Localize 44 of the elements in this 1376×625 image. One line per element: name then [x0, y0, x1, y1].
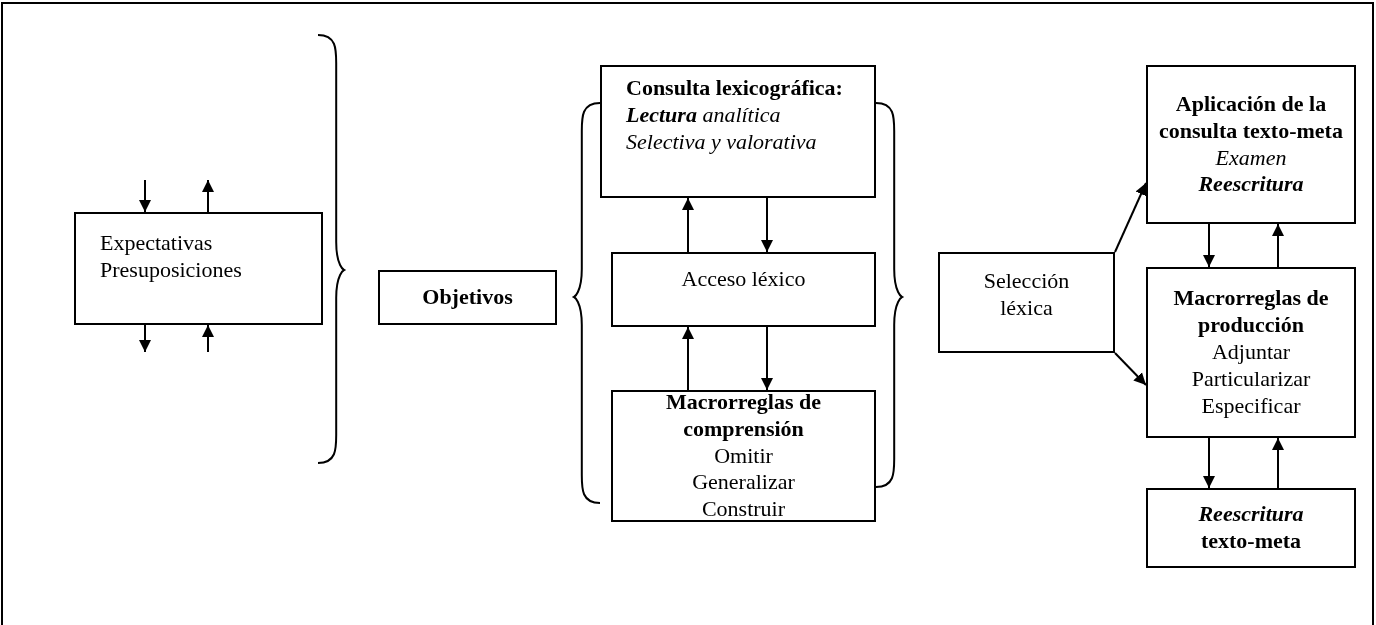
box-heading: Macrorreglas de producción — [1172, 285, 1330, 340]
box-text: Selectiva y valorativa — [626, 128, 817, 156]
box-text: Examen — [1215, 144, 1287, 172]
box-heading: Aplicación de la consulta texto-meta — [1158, 90, 1344, 145]
process-box — [611, 390, 876, 522]
arrow — [1114, 352, 1147, 386]
arrow — [1272, 437, 1284, 489]
process-box — [1146, 65, 1356, 224]
box-heading: Macrorreglas de comprensión — [665, 388, 822, 443]
box-text: Lectura analítica — [626, 101, 781, 129]
arrow — [1114, 182, 1147, 253]
arrow — [1203, 437, 1215, 489]
box-text: Reescritura — [1198, 171, 1304, 199]
box-text: texto-meta — [1200, 528, 1302, 555]
box-heading: Reescritura — [1198, 501, 1304, 528]
arrow — [139, 179, 151, 213]
box-text: Especificar — [1201, 392, 1301, 420]
box-text: Adjuntar — [1211, 339, 1291, 366]
box-text: Generalizar — [692, 469, 795, 497]
box-text: Construir — [701, 496, 786, 524]
box-text: Presuposiciones — [100, 256, 242, 284]
arrow — [761, 197, 773, 253]
arrow — [1272, 223, 1284, 268]
arrow — [202, 324, 214, 353]
process-box — [1146, 488, 1356, 568]
box-text: Particularizar — [1191, 365, 1311, 393]
process-box — [938, 252, 1115, 353]
arrow — [202, 179, 214, 213]
arrow — [761, 326, 773, 391]
arrow — [682, 326, 694, 391]
process-box — [600, 65, 876, 198]
box-text: Acceso léxico — [681, 266, 806, 293]
process-box — [611, 252, 876, 327]
arrow — [1203, 223, 1215, 268]
box-text: Expectativas — [100, 230, 213, 257]
arrow — [682, 197, 694, 253]
process-box — [74, 212, 323, 325]
arrow — [139, 324, 151, 353]
process-box — [1146, 267, 1356, 438]
box-text: Omitir — [714, 442, 773, 470]
box-text: Selección léxica — [982, 268, 1071, 322]
process-box — [378, 270, 557, 325]
box-heading: Consulta lexicográfica: — [626, 75, 843, 102]
box-text: Objetivos — [422, 284, 513, 311]
